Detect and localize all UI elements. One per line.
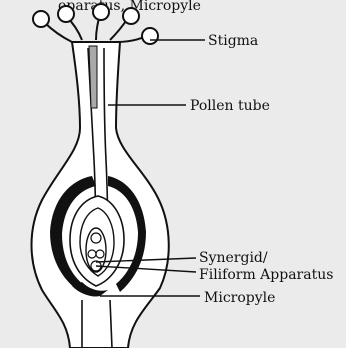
pollen-tube-grey <box>89 46 97 108</box>
label-filiform-apparatus: Filiform Apparatus <box>199 267 333 283</box>
label-pollen-tube: Pollen tube <box>190 98 270 114</box>
synergid-cell-right <box>96 250 104 258</box>
label-stigma: Stigma <box>208 33 258 49</box>
central-nucleus <box>91 233 101 243</box>
synergid-cell-left <box>88 250 96 258</box>
label-micropyle: Micropyle <box>204 290 275 306</box>
pistil-outline <box>32 42 169 348</box>
label-synergid: Synergid/ <box>199 250 268 266</box>
